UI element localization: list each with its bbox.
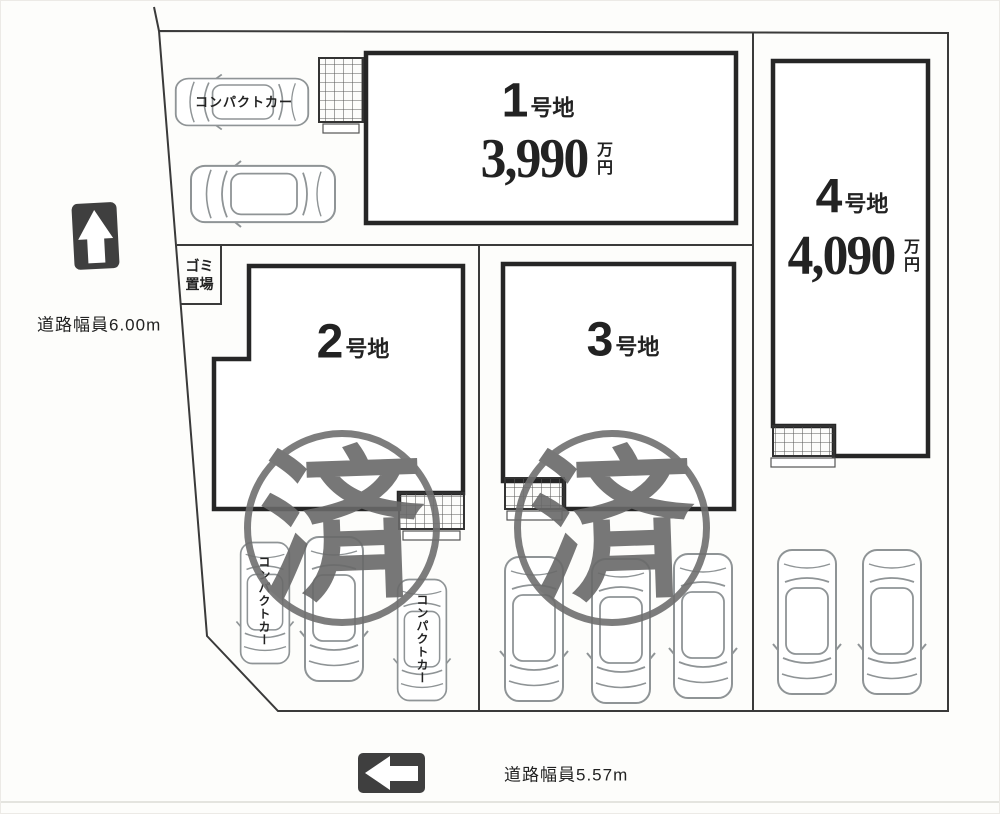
site-boundary [153, 6, 949, 712]
plot-4-price-unit: 万円 [901, 238, 918, 274]
plot-4-title: 4 号地 [815, 170, 889, 224]
car [857, 549, 927, 695]
plot-1-building [363, 50, 739, 226]
left-arrow-icon [358, 753, 425, 793]
sold-stamp-text: 済 [526, 432, 698, 623]
plot-2-suffix: 号地 [345, 336, 390, 362]
plot-4-price: 4,090 万円 [783, 225, 918, 287]
plot-4-suffix: 号地 [844, 191, 889, 217]
car [190, 160, 336, 228]
sold-stamp-plot-3: 済 [514, 430, 710, 626]
garbage-area-box [180, 246, 222, 305]
plot-4-price-amount: 4,090 [787, 225, 897, 287]
plot-3-suffix: 号地 [615, 334, 660, 360]
up-arrow-icon [71, 202, 120, 270]
plot-1-price: 3,990 万円 [476, 128, 611, 190]
compact-car-label: コンパクトカー [415, 593, 429, 685]
road-width-bottom-label: 道路幅員5.57m [504, 765, 629, 785]
garbage-area-label: ゴミ置場 [185, 257, 214, 292]
plot-1-price-unit: 万円 [594, 141, 611, 177]
sold-stamp-text: 済 [256, 432, 428, 623]
plot-1-title: 1 号地 [501, 74, 575, 128]
sold-stamp-plot-2: 済 [244, 430, 440, 626]
car [772, 549, 842, 695]
plot-2-title: 2 号地 [316, 315, 390, 369]
plot-3-number: 3 [586, 313, 614, 367]
plot-division-lines [177, 33, 754, 711]
road-width-left-label: 道路幅員6.00m [37, 315, 162, 335]
compact-car-label: コンパクトカー [194, 94, 294, 110]
plot-1-suffix: 号地 [530, 95, 575, 121]
plot-1-number: 1 [501, 74, 529, 128]
plot-4-number: 4 [815, 170, 843, 224]
plot-2-number: 2 [316, 315, 344, 369]
plot-1-price-amount: 3,990 [480, 128, 590, 190]
plot-3-title: 3 号地 [586, 313, 660, 367]
